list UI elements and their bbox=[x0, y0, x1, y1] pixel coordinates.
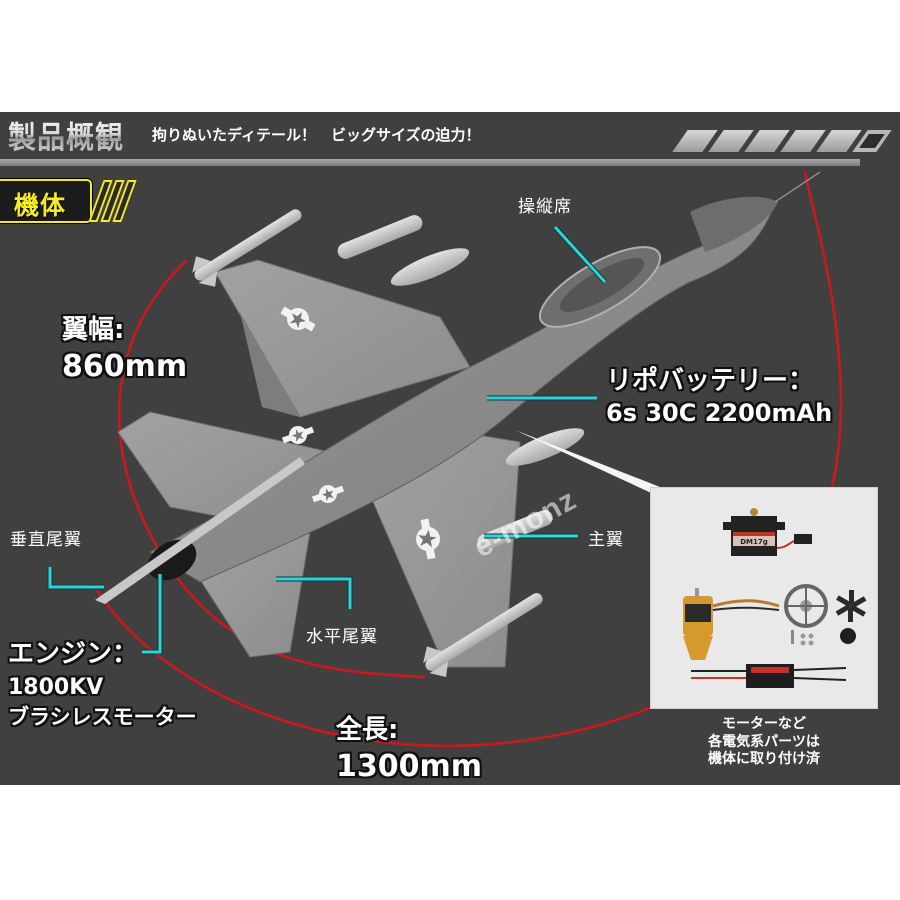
parts-illustration: DM17g bbox=[683, 508, 867, 688]
battery-label: リポバッテリー： bbox=[606, 366, 815, 396]
wingspan-label: 翼幅: bbox=[62, 315, 125, 345]
page-title: 製品概観 bbox=[8, 114, 124, 158]
horizontal-tail-label: 水平尾翼 bbox=[306, 627, 378, 647]
brushless-motor-icon bbox=[683, 588, 780, 660]
parts-caption: モーターなど 各電気系パーツは 機体に取り付け済 bbox=[650, 716, 878, 769]
cockpit-label: 操縦席 bbox=[518, 197, 572, 217]
vertical-tail bbox=[95, 457, 305, 604]
page-subtitle: 拘りぬいたディテール！ ビッグサイズの迫力！ bbox=[152, 126, 481, 144]
engine-kv-value: 1800KV bbox=[8, 675, 104, 700]
engine-nozzle bbox=[147, 539, 197, 581]
servo-icon: DM17g bbox=[723, 508, 812, 556]
pitot-tube bbox=[774, 171, 821, 203]
cockpit-leader bbox=[553, 225, 607, 284]
fan-rotor-icon bbox=[835, 590, 867, 622]
length-value: 1300mm bbox=[336, 749, 483, 784]
engine-label: エンジン： bbox=[8, 639, 139, 669]
electronics-parts-inset: DM17g bbox=[650, 487, 878, 709]
parts-caption-line: 機体に取り付け済 bbox=[708, 751, 820, 767]
inset-pointer bbox=[515, 430, 660, 497]
svg-text:DM17g: DM17g bbox=[740, 538, 768, 546]
roundel-fuselage-upper bbox=[281, 426, 315, 444]
missile-lower-mid bbox=[477, 510, 553, 550]
engine-leader bbox=[142, 574, 162, 654]
header-underline bbox=[0, 159, 860, 166]
nose-cone bbox=[690, 196, 778, 252]
vertical-tail-label: 垂直尾翼 bbox=[10, 530, 82, 550]
length-label: 全長: bbox=[336, 715, 399, 745]
main-wing-label: 主翼 bbox=[588, 530, 624, 550]
engine-type: ブラシレスモーター bbox=[8, 705, 197, 729]
fuel-tank-upper bbox=[390, 248, 470, 286]
missile-upper-mid bbox=[337, 215, 423, 259]
roundel-lower-wing bbox=[416, 518, 440, 560]
roundel-upper-wing bbox=[280, 306, 316, 332]
screws-icon bbox=[791, 630, 814, 646]
parts-caption-line: 各電気系パーツは bbox=[708, 733, 820, 750]
parts-caption-line: モーターなど bbox=[722, 716, 806, 732]
missile-lower-tip bbox=[423, 593, 543, 677]
roundel-fuselage-lower bbox=[311, 485, 345, 503]
header-band: 製品概観 拘りぬいたディテール！ ビッグサイズの迫力！ bbox=[0, 112, 900, 166]
battery-value: 6s 30C 2200mAh bbox=[606, 399, 833, 427]
wingspan-value: 860mm bbox=[62, 349, 188, 384]
horizontal-tail-leader bbox=[276, 577, 352, 609]
vertical-tail-leader bbox=[48, 567, 104, 589]
esc-icon bbox=[691, 664, 847, 688]
section-badge: 機体 bbox=[0, 179, 92, 223]
product-overview-panel: 製品概観 拘りぬいたディテール！ ビッグサイズの迫力！ 機体 bbox=[0, 112, 900, 785]
edf-housing-icon bbox=[784, 584, 828, 628]
section-label: 機体 bbox=[14, 191, 67, 220]
spinner-icon bbox=[840, 628, 856, 644]
fuel-tank-lower bbox=[505, 428, 585, 466]
jet-illustration bbox=[47, 171, 843, 747]
callout-leader-lines bbox=[48, 225, 607, 654]
missile-upper-tip bbox=[192, 209, 302, 287]
